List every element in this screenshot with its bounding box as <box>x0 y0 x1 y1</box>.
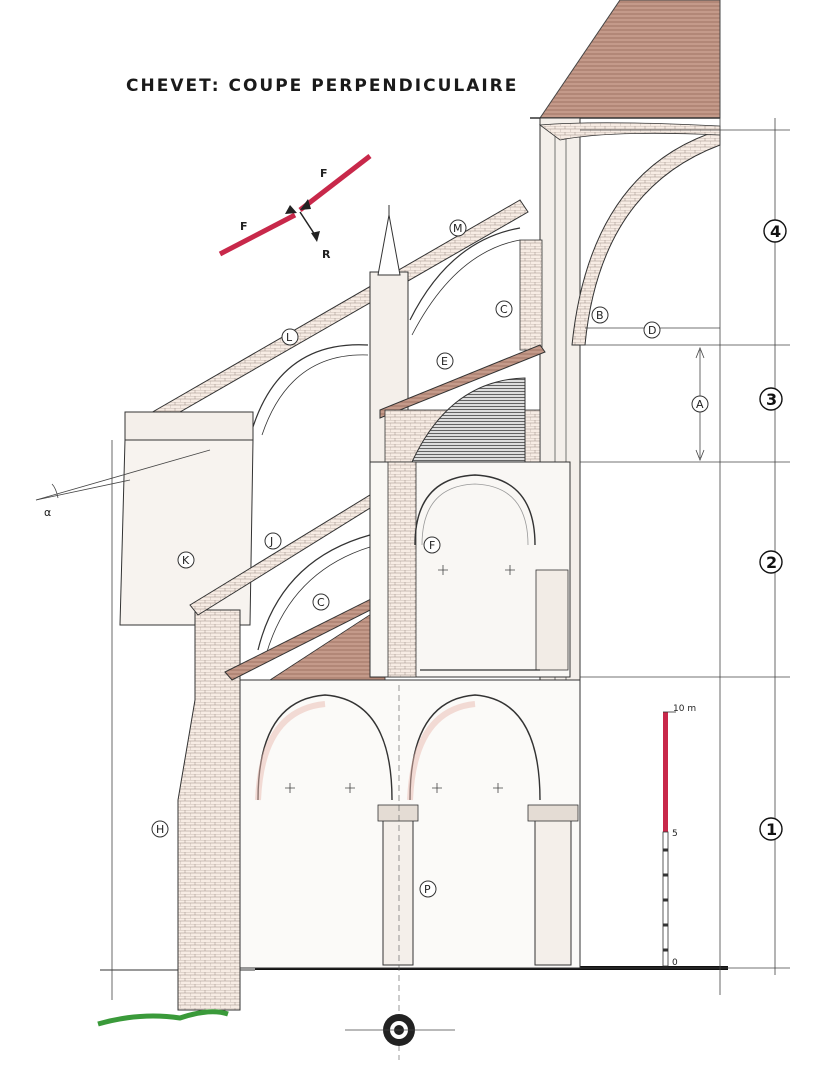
label-f: F <box>429 539 435 552</box>
drawing-title: CHEVET: COUPE PERPENDICULAIRE <box>126 76 519 96</box>
force-diagram <box>218 154 372 257</box>
label-l: L <box>286 331 293 344</box>
level-3: 3 <box>766 390 777 409</box>
scale-label-top: 10 m <box>673 704 696 714</box>
force-label-f-lower: F <box>240 220 248 233</box>
label-c-lower: C <box>317 596 325 609</box>
level-4: 4 <box>770 222 781 241</box>
label-m: M <box>453 222 463 235</box>
label-j: J <box>269 535 273 548</box>
label-a: A <box>696 398 704 411</box>
level-guides <box>580 118 790 995</box>
scale-label-zero: 0 <box>672 958 678 968</box>
label-c-upper: C <box>500 303 508 316</box>
force-label-r: R <box>322 248 331 261</box>
label-p: P <box>424 883 431 896</box>
scale-bar <box>662 711 676 967</box>
outer-buttress-pier <box>111 411 254 1011</box>
level-number-circles <box>759 219 787 841</box>
axis-crosses <box>285 565 515 793</box>
label-h: H <box>156 823 164 836</box>
tribune-level <box>369 461 571 678</box>
pier-plan-icon <box>345 1014 455 1046</box>
label-d: D <box>648 324 656 337</box>
level-1: 1 <box>766 820 777 839</box>
force-label-f-upper: F <box>320 167 328 180</box>
level-2: 2 <box>766 553 777 572</box>
aisle-level <box>239 679 581 969</box>
letter-callouts <box>151 219 709 898</box>
scale-label-mid: 5 <box>672 829 678 839</box>
label-k: K <box>182 554 190 567</box>
label-e: E <box>441 355 448 368</box>
alpha-label: α <box>44 506 51 519</box>
label-b: B <box>596 309 604 322</box>
main-roof <box>530 0 721 119</box>
alpha-angle <box>35 449 211 501</box>
grass <box>97 1009 229 1027</box>
